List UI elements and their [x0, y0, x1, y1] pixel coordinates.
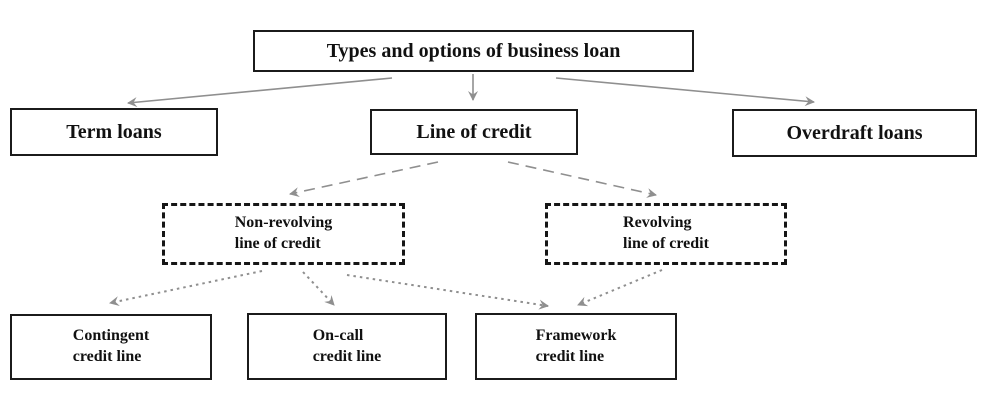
node-label: Non-revolving line of credit	[235, 213, 332, 255]
edge-root-to-overdraft_loans	[555, 77, 815, 107]
node-label-line1: Framework	[535, 326, 617, 344]
node-label: Revolving line of credit	[623, 213, 709, 255]
edge-non_revolving-to-on_call	[302, 271, 335, 306]
node-overdraft-loans: Overdraft loans	[732, 109, 977, 157]
node-label: Overdraft loans	[786, 121, 923, 144]
edge-lines	[109, 74, 815, 310]
node-non-revolving-line-of-credit: Non-revolving line of credit	[162, 203, 405, 265]
node-framework-credit-line: Framework credit line	[475, 313, 677, 380]
node-label-line1: Contingent	[72, 327, 150, 345]
node-label-line2: credit line	[312, 347, 382, 365]
node-term-loans: Term loans	[10, 108, 218, 156]
node-label-line2: line of credit	[234, 235, 321, 252]
edge-line_of_credit-to-revolving	[507, 161, 657, 198]
node-label: Types and options of business loan	[326, 39, 621, 62]
node-contingent-credit-line: Contingent credit line	[10, 314, 212, 380]
node-label: Term loans	[66, 120, 162, 143]
node-on-call-credit-line: On-call credit line	[247, 313, 447, 380]
node-label-line1: Non-revolving	[234, 214, 333, 232]
node-label-line2: line of credit	[623, 235, 709, 252]
edge-non_revolving-to-contingent	[109, 270, 263, 307]
node-label-line2: credit line	[535, 347, 605, 365]
edge-revolving-to-framework	[577, 269, 663, 307]
edge-line_of_credit-to-non_revolving	[289, 161, 439, 197]
node-label: Line of credit	[416, 120, 532, 143]
edge-non_revolving-to-framework	[346, 274, 549, 310]
edge-root-to-term_loans	[127, 77, 393, 108]
node-line-of-credit: Line of credit	[370, 109, 578, 155]
node-revolving-line-of-credit: Revolving line of credit	[545, 203, 787, 265]
node-label: Contingent credit line	[73, 326, 149, 368]
node-label-line1: Revolving	[623, 214, 692, 232]
node-types-and-options: Types and options of business loan	[253, 30, 694, 72]
node-label-line1: On-call	[312, 326, 364, 344]
node-label: Framework credit line	[536, 326, 617, 368]
node-label-line2: credit line	[72, 348, 142, 365]
node-label: On-call credit line	[313, 326, 382, 368]
